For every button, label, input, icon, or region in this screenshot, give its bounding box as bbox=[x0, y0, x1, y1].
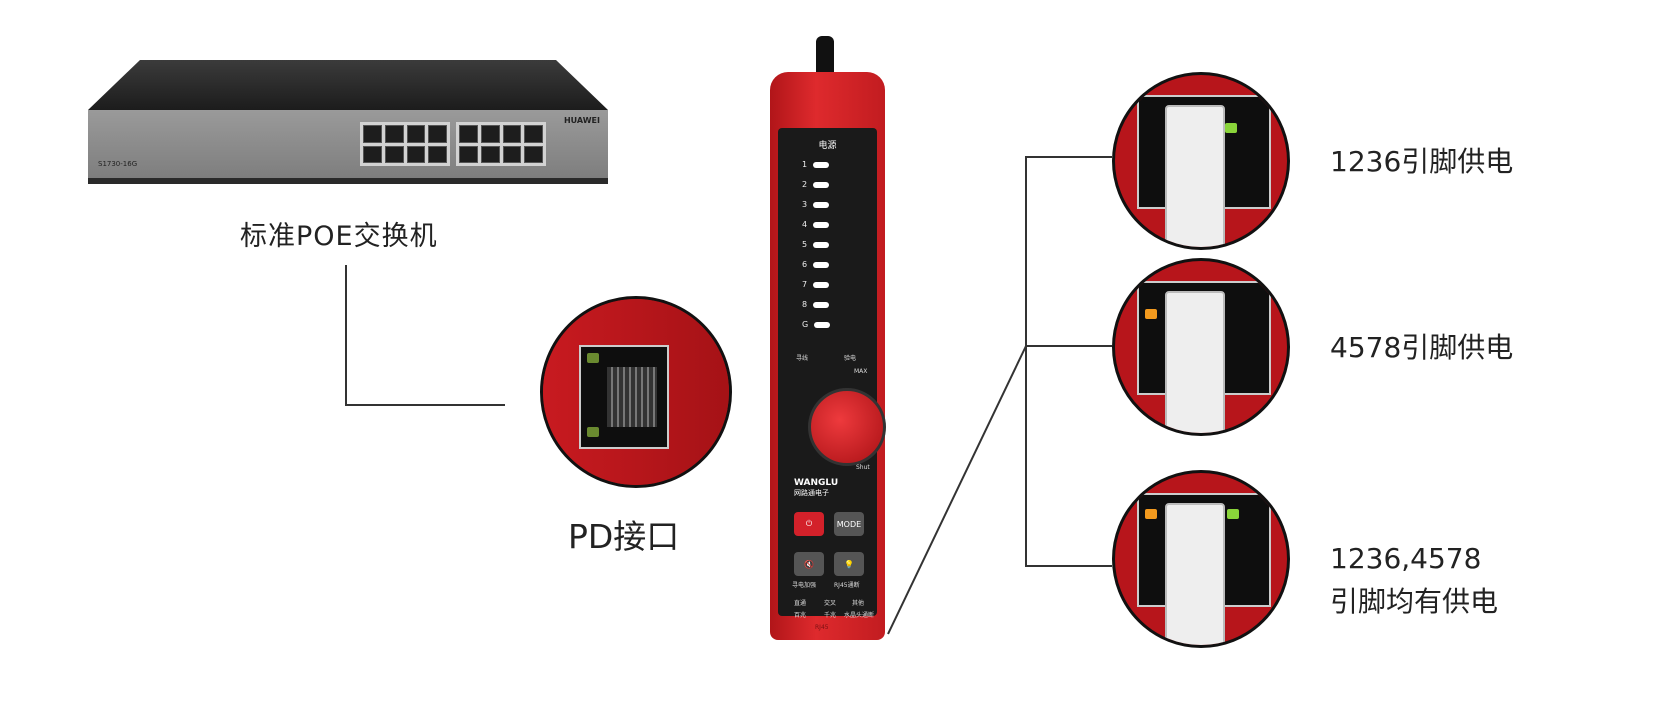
func-label-4: 百兆 bbox=[794, 612, 807, 619]
switch-top bbox=[88, 60, 608, 110]
led-green bbox=[1225, 123, 1237, 133]
led-bar bbox=[813, 301, 830, 308]
tester-to-results-line bbox=[887, 345, 1027, 635]
switch-to-pd-line bbox=[345, 265, 505, 406]
switch-caption: 标准POE交换机 bbox=[240, 221, 438, 252]
mute-icon: 🔇 bbox=[804, 559, 814, 569]
mode-right-label: 验电 bbox=[844, 355, 857, 362]
led-row: 7 bbox=[802, 280, 830, 289]
tester-antenna bbox=[816, 36, 834, 82]
led-bar bbox=[814, 321, 831, 328]
result-closeup-2 bbox=[1112, 258, 1290, 436]
led-row: 3 bbox=[802, 200, 830, 209]
led-bar bbox=[813, 161, 830, 168]
led-bar bbox=[813, 201, 830, 208]
led-orange bbox=[1145, 509, 1157, 519]
mute-button[interactable]: 🔇 bbox=[794, 552, 824, 576]
result-1-text: 1236引脚供电 bbox=[1330, 145, 1514, 178]
jack-led-top bbox=[587, 353, 599, 363]
led-green bbox=[1227, 509, 1239, 519]
led-label: 1 bbox=[802, 160, 808, 169]
result-3-line1: 1236,4578 bbox=[1330, 542, 1482, 575]
port-group-2 bbox=[456, 122, 546, 166]
max-label: MAX bbox=[854, 368, 868, 375]
led-row: 1 bbox=[802, 160, 830, 169]
led-label: 6 bbox=[802, 260, 808, 269]
rj45-label: RJ45 bbox=[815, 624, 829, 631]
func-label-5: 千兆 bbox=[824, 612, 837, 619]
led-label: 2 bbox=[802, 180, 808, 189]
led-row: 6 bbox=[802, 260, 830, 269]
func-label-3: 其他 bbox=[852, 600, 865, 607]
btn-label-2: RJ45通断 bbox=[834, 582, 860, 589]
lightbulb-icon: 💡 bbox=[844, 559, 854, 569]
result-closeup-1 bbox=[1112, 72, 1290, 250]
led-row: G bbox=[802, 320, 831, 329]
led-label: G bbox=[802, 320, 809, 329]
led-label: 3 bbox=[802, 200, 808, 209]
led-row: 4 bbox=[802, 220, 830, 229]
led-bar bbox=[813, 241, 830, 248]
led-bar bbox=[813, 181, 830, 188]
switch-brand: HUAWEI bbox=[563, 116, 600, 125]
power-label: 电源 bbox=[818, 141, 837, 151]
rj45-plug bbox=[1165, 291, 1225, 433]
func-label-6: 水晶头通断 bbox=[844, 612, 875, 619]
led-label: 4 bbox=[802, 220, 808, 229]
result-3-line2: 引脚均有供电 bbox=[1330, 585, 1499, 618]
mode-left-label: 寻线 bbox=[796, 355, 809, 362]
rj45-jack bbox=[579, 345, 669, 449]
led-bar bbox=[813, 221, 830, 228]
rj45-plug bbox=[1165, 105, 1225, 247]
led-label: 5 bbox=[802, 240, 808, 249]
jack-led-bottom bbox=[587, 427, 599, 437]
result-2-text: 4578引脚供电 bbox=[1330, 331, 1514, 364]
func-label-1: 直通 bbox=[794, 600, 807, 607]
led-row: 8 bbox=[802, 300, 830, 309]
led-row: 5 bbox=[802, 240, 830, 249]
power-button[interactable]: ⏻ bbox=[794, 512, 824, 536]
rj45-plug bbox=[1165, 503, 1225, 645]
led-label: 7 bbox=[802, 280, 808, 289]
sensitivity-knob[interactable] bbox=[808, 388, 886, 466]
result-closeup-3 bbox=[1112, 470, 1290, 648]
led-bar bbox=[813, 281, 830, 288]
btn-label-1: 寻电加强 bbox=[792, 582, 817, 589]
led-label: 8 bbox=[802, 300, 808, 309]
port-group-1 bbox=[360, 122, 450, 166]
led-orange bbox=[1145, 309, 1157, 319]
tester-brand: WANGLU 网路通电子 bbox=[794, 478, 839, 497]
led-row: 2 bbox=[802, 180, 830, 189]
flashlight-button[interactable]: 💡 bbox=[834, 552, 864, 576]
shut-label: Shut bbox=[856, 464, 870, 471]
func-label-2: 交叉 bbox=[824, 600, 837, 607]
led-bar bbox=[813, 261, 830, 268]
switch-model: S1730-16G bbox=[98, 160, 138, 168]
pd-caption: PD接口 bbox=[568, 517, 680, 556]
pd-port-closeup bbox=[540, 296, 732, 488]
poe-switch: HUAWEI S1730-16G bbox=[88, 110, 608, 184]
mode-button[interactable]: MODE bbox=[834, 512, 864, 536]
result-bracket-line bbox=[1025, 156, 1112, 567]
